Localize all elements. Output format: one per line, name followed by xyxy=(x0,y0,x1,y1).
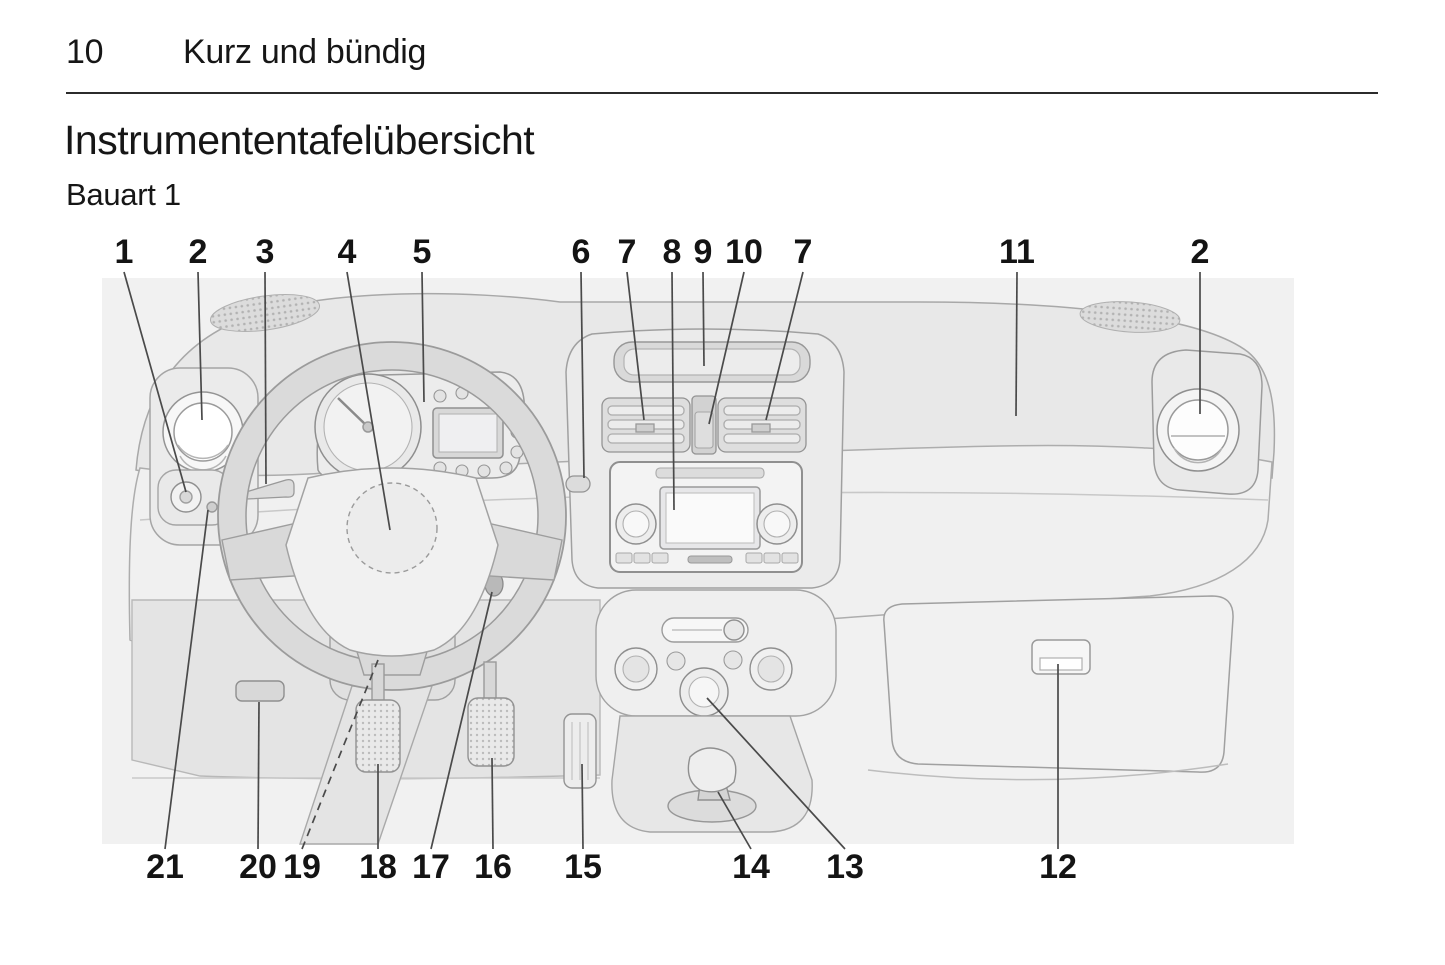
callout-label-11: 11 xyxy=(999,233,1035,271)
gear-shifter xyxy=(611,715,813,833)
callout-label-20: 20 xyxy=(239,848,277,886)
gear-lever-knob xyxy=(687,747,737,793)
callout-leader-line xyxy=(123,271,187,493)
callout-label-21: 21 xyxy=(146,848,184,886)
callout-label-3: 3 xyxy=(256,233,275,271)
callout-label-9: 9 xyxy=(694,233,713,271)
callout-label-15: 15 xyxy=(564,848,602,886)
callout-leader-line xyxy=(421,271,425,403)
section-title: Instrumententafelübersicht xyxy=(64,117,535,163)
callout-label-4: 4 xyxy=(338,233,357,271)
header-rule xyxy=(66,92,1378,94)
callout-label-16: 16 xyxy=(474,848,512,886)
callout-leader-line xyxy=(197,271,203,421)
radio xyxy=(609,461,803,573)
clutch-pedal xyxy=(355,699,401,773)
callout-leader-line xyxy=(491,757,494,850)
callout-leader-line xyxy=(430,591,493,850)
callout-leader-line xyxy=(580,271,585,479)
center-stack xyxy=(565,328,845,833)
brake-pedal xyxy=(467,697,515,767)
callout-leader-line xyxy=(626,271,645,421)
callout-leader-line xyxy=(257,701,260,850)
hazard-switch xyxy=(691,395,717,455)
cd-slot xyxy=(687,555,733,564)
callout-leader-line xyxy=(164,509,209,850)
callout-leader-line xyxy=(1015,271,1018,417)
page-number: 10 xyxy=(66,33,104,71)
callout-label-12: 12 xyxy=(1039,848,1077,886)
glovebox xyxy=(867,595,1234,781)
variant-label: Bauart 1 xyxy=(66,177,181,212)
callout-leader-lines xyxy=(123,271,1201,850)
callout-label-5: 5 xyxy=(413,233,432,271)
callout-label-14: 14 xyxy=(732,848,770,886)
right-air-vent xyxy=(1151,349,1263,495)
callout-leader-line xyxy=(346,271,391,531)
climate-controls xyxy=(595,589,837,717)
callout-leader-line xyxy=(581,763,584,850)
accelerator-pedal xyxy=(563,713,597,789)
callout-label-17: 17 xyxy=(412,848,450,886)
steering-wheel xyxy=(217,341,567,691)
callout-label-6: 6 xyxy=(572,233,591,271)
callout-label-7: 7 xyxy=(618,233,637,271)
callout-leader-line xyxy=(301,659,379,850)
radio-display xyxy=(665,492,755,544)
callout-label-8: 8 xyxy=(663,233,682,271)
callout-label-19: 19 xyxy=(283,848,321,886)
callout-label-2: 2 xyxy=(1191,233,1210,271)
callout-leader-line xyxy=(671,271,675,511)
callout-leader-line xyxy=(765,271,804,421)
storage-tray xyxy=(613,341,811,383)
callout-label-2: 2 xyxy=(189,233,208,271)
callout-leader-line xyxy=(708,271,745,425)
center-air-vent-right xyxy=(717,397,807,453)
callout-label-18: 18 xyxy=(359,848,397,886)
dimmer-knob xyxy=(206,501,218,513)
turn-signal-stalk xyxy=(245,478,295,500)
callout-label-13: 13 xyxy=(826,848,864,886)
callout-label-1: 1 xyxy=(115,233,134,271)
callout-label-10: 10 xyxy=(725,233,763,271)
hood-release-lever xyxy=(235,680,285,702)
callout-leader-line xyxy=(264,271,267,485)
center-air-vent-left xyxy=(601,397,691,453)
running-header: Kurz und bündig xyxy=(183,33,427,71)
wiper-stalk xyxy=(565,475,591,493)
callout-leader-line xyxy=(706,697,846,850)
callout-label-7: 7 xyxy=(794,233,813,271)
callout-leader-line xyxy=(717,791,752,850)
callout-leader-line xyxy=(702,271,705,367)
right-speaker-grille xyxy=(1079,301,1181,333)
horn-center xyxy=(346,482,438,574)
